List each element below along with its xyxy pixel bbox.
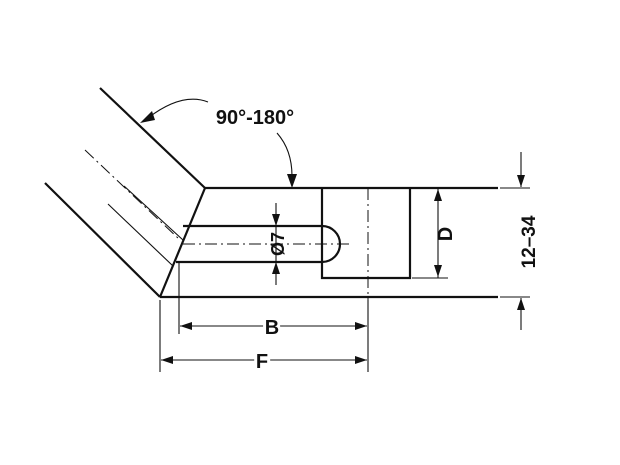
diameter-arrow-top [272,214,280,226]
angled-panel-outer-edge [99,87,206,189]
angled-panel [44,87,207,298]
horizontal-panel [160,186,498,299]
f-dimension: F [159,300,367,376]
angle-arc-right [276,132,293,177]
angle-label: 90°-180° [216,107,294,129]
diameter-dimension: Ø7 [268,203,288,285]
dowel-pin [176,224,350,264]
thickness-arrow-top [517,175,525,187]
d-arrow-bottom [434,265,442,277]
angled-drill-edge-lower [123,185,184,241]
angle-arrowhead-right [287,174,297,188]
b-label: B [265,317,279,339]
b-dimension: B [178,262,369,372]
thickness-arrow-bottom [517,298,525,310]
housing-bore [320,188,412,300]
angle-arrowhead-left [140,111,155,123]
diameter-arrow-bottom [272,262,280,274]
thickness-dimension: 12–34 [500,152,540,330]
angled-panel-centerline [84,149,181,241]
b-arrow-right [355,322,367,330]
d-dimension: D [412,188,457,279]
f-label: F [256,351,268,373]
f-arrow-left [161,356,173,364]
f-arrow-right [355,356,367,364]
d-label: D [435,227,457,241]
housing-outline [320,188,412,280]
angle-arc-left [147,98,209,119]
b-arrow-left [180,322,192,330]
mitre-joint-line [158,187,207,298]
d-arrow-top [434,189,442,201]
diameter-label: Ø7 [268,232,288,256]
thickness-label: 12–34 [519,215,540,268]
angle-indicator: 90°-180° [140,98,297,188]
angled-drill-edge-upper [107,203,174,267]
angled-panel-inner-edge [44,182,161,298]
